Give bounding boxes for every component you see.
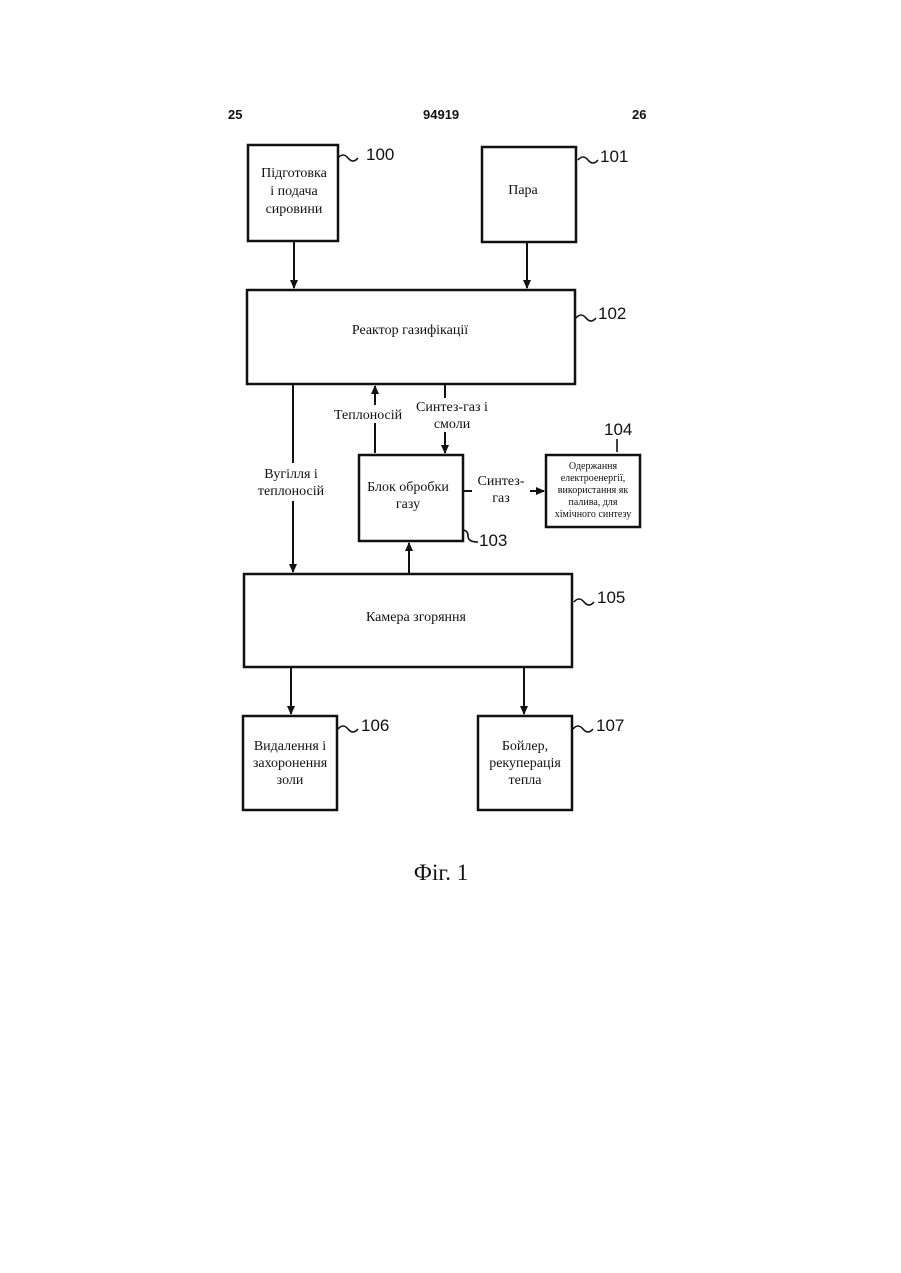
node-104-line-2: електроенергії, xyxy=(561,473,626,484)
leader-106 xyxy=(338,726,358,732)
node-107-line-3: тепла xyxy=(508,773,542,788)
node-feedstock-preparation: Підготовка і подача сировини xyxy=(248,145,338,241)
ref-101: 101 xyxy=(600,147,628,166)
figure-caption: Фіг. 1 xyxy=(414,860,468,885)
node-power-fuel-chemical-synthesis: Одержання електроенергії, використання я… xyxy=(546,455,640,527)
label-coal-heat-line-2: теплоносій xyxy=(258,484,325,499)
node-102-label: Реактор газифікації xyxy=(352,323,468,338)
node-103-line-2: газу xyxy=(396,497,420,512)
ref-102: 102 xyxy=(598,304,626,323)
node-106-line-3: золи xyxy=(277,773,304,788)
node-107-line-1: Бойлер, xyxy=(502,739,548,754)
label-syngas-tars-line-1: Синтез-газ і xyxy=(416,400,488,415)
label-coal-heat-line-1: Вугілля і xyxy=(264,467,318,482)
node-steam: Пара xyxy=(482,147,576,242)
node-gasification-reactor: Реактор газифікації xyxy=(247,290,575,384)
ref-107: 107 xyxy=(596,716,624,735)
node-100-line-2: і подача xyxy=(270,184,318,199)
node-104-line-1: Одержання xyxy=(569,461,618,472)
label-syngas-line-2: газ xyxy=(492,491,510,506)
node-105-label: Камера згоряння xyxy=(366,610,467,625)
node-104-line-4: палива, для xyxy=(569,497,618,508)
label-heat-carrier: Теплоносій xyxy=(334,408,403,423)
node-104-line-5: хімічного синтезу xyxy=(555,509,631,520)
ref-104: 104 xyxy=(604,420,632,439)
node-100-line-1: Підготовка xyxy=(261,166,327,181)
node-107-line-2: рекуперація xyxy=(489,756,561,771)
ref-100: 100 xyxy=(366,145,394,164)
node-100-line-3: сировини xyxy=(266,202,323,217)
node-boiler-heat-recovery: Бойлер, рекуперація тепла xyxy=(478,716,572,810)
node-106-line-1: Видалення і xyxy=(254,739,326,754)
ref-106: 106 xyxy=(361,716,389,735)
leader-105 xyxy=(574,599,594,605)
node-101-label: Пара xyxy=(508,183,538,198)
leader-100 xyxy=(338,155,358,161)
leader-103 xyxy=(462,530,478,542)
ref-103: 103 xyxy=(479,531,507,550)
node-106-line-2: захоронення xyxy=(253,756,328,771)
leader-102 xyxy=(576,315,596,321)
node-103-line-1: Блок обробки xyxy=(367,480,449,495)
node-gas-treatment-unit: Блок обробки газу xyxy=(359,455,463,541)
node-combustion-chamber: Камера згоряння xyxy=(244,574,572,667)
node-ash-removal: Видалення і захоронення золи xyxy=(243,716,337,810)
node-104-line-3: використання як xyxy=(558,485,629,496)
label-syngas-line-1: Синтез- xyxy=(477,474,524,489)
leader-101 xyxy=(578,157,598,163)
label-syngas-tars-line-2: смоли xyxy=(434,417,471,432)
leader-107 xyxy=(573,726,593,732)
ref-105: 105 xyxy=(597,588,625,607)
